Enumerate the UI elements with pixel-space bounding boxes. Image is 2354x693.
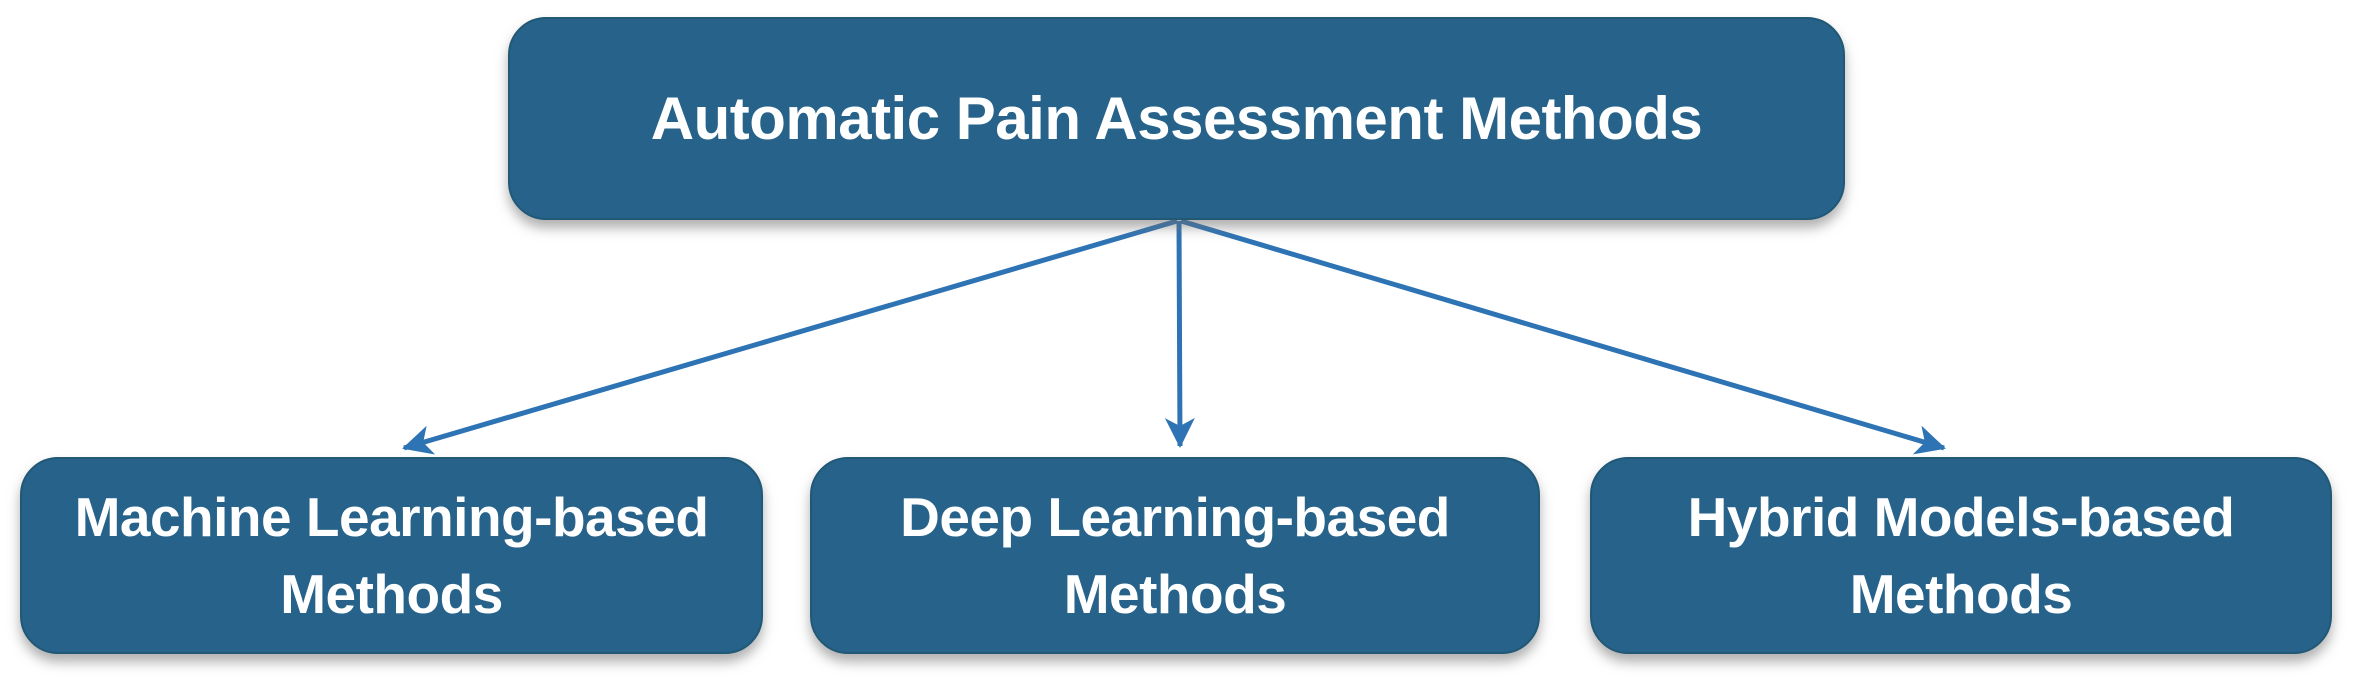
node-label-line: Methods — [280, 562, 503, 625]
node-label-line: Methods — [1849, 562, 2073, 625]
node-label-line: Deep Learning-based — [900, 485, 1450, 548]
arrow-root-to-deep-learning — [1164, 220, 1195, 448]
arrow-root-to-hybrid-models — [1180, 218, 1946, 455]
node-automatic-pain-assessment-methods: Automatic Pain Assessment Methods — [508, 17, 1845, 220]
arrow-root-to-machine-learning — [402, 218, 1178, 455]
node-root-label: Automatic Pain Assessment Methods — [650, 85, 1703, 152]
node-hybrid-models-based-methods: Hybrid Models-based Methods — [1590, 457, 2332, 654]
node-label-line: Machine Learning-based — [74, 485, 709, 548]
node-machine-learning-based-methods: Machine Learning-based Methods — [20, 457, 763, 654]
node-deep-learning-based-methods: Deep Learning-based Methods — [810, 457, 1540, 654]
node-label-line: Hybrid Models-based — [1687, 485, 2235, 548]
node-label-line: Methods — [1063, 562, 1287, 625]
